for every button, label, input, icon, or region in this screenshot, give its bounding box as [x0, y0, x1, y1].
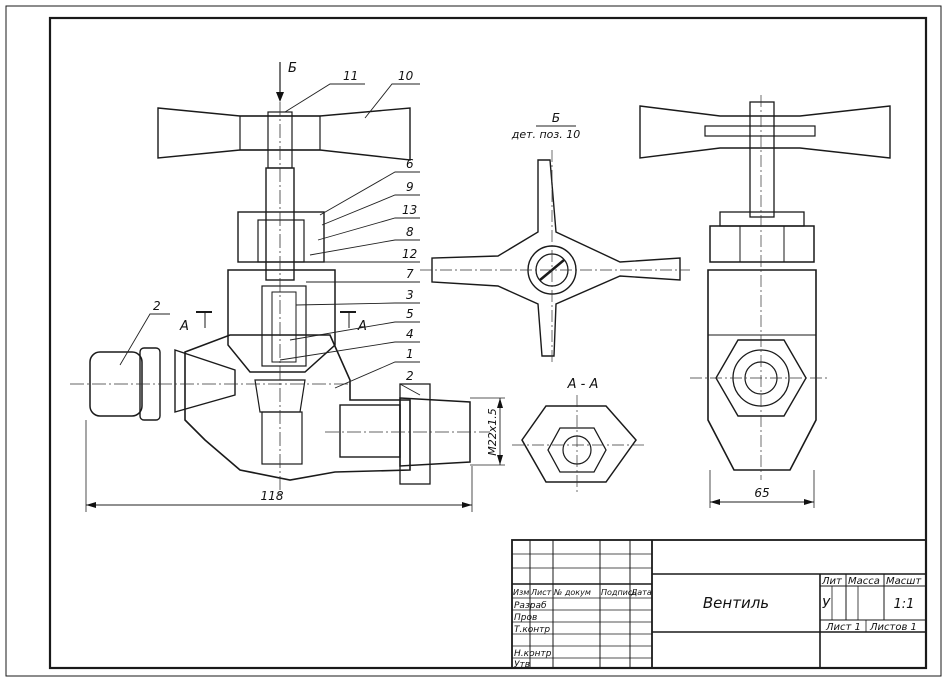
tb-row-label: Т.контр — [514, 625, 550, 635]
tb-sheet-label: Лист 1 — [825, 622, 861, 633]
part-number: 2 — [406, 369, 414, 383]
part-number: 4 — [406, 327, 414, 341]
part-number: 9 — [406, 180, 414, 194]
drawing-frame — [48, 16, 928, 670]
part-number: 12 — [402, 247, 417, 261]
tb-sheets-label: Листов 1 — [869, 622, 917, 633]
cut-marker-right: А — [357, 319, 367, 334]
dimension-width-text: 65 — [754, 486, 769, 500]
tb-header: Дата — [630, 588, 652, 597]
tb-lit-value: У — [822, 597, 831, 612]
part-number: 3 — [406, 288, 414, 302]
tb-row-label: Пров — [514, 613, 537, 623]
part-number: 1 — [406, 347, 414, 361]
dimension-118: 118 — [85, 420, 473, 512]
part-number: 5 — [406, 307, 414, 321]
tb-mass-label: Масса — [848, 576, 880, 587]
dimension-thread: M22x1.5 — [470, 397, 505, 466]
tb-scale-label: Масшт — [886, 576, 922, 587]
outer-frame — [5, 5, 942, 677]
view-b-handle: Б дет. поз. 10 — [420, 111, 690, 365]
tb-lit-label: Лит — [821, 576, 843, 587]
tb-header: Изм — [513, 588, 529, 597]
main-section-view: Б А А — [70, 61, 490, 495]
section-a-a-title: А - А — [567, 377, 599, 392]
cut-marker-left: А — [179, 319, 189, 334]
tb-header: Подпись — [601, 588, 637, 597]
tb-product-name: Вентиль — [703, 594, 769, 612]
section-a-a: А - А — [512, 377, 645, 492]
tb-row-label: Разраб — [514, 601, 547, 611]
title-block: Изм Лист № докум Подпись Дата Разраб Про… — [511, 539, 927, 670]
view-b-subtitle: дет. поз. 10 — [511, 128, 581, 141]
view-b-title: Б — [552, 111, 560, 125]
tb-header: Лист — [530, 588, 552, 597]
part-number: 2 — [153, 299, 161, 313]
part-number: 13 — [402, 203, 417, 217]
dimension-length-text: 118 — [261, 489, 284, 503]
leader-lines — [119, 83, 430, 396]
part-number: 11 — [343, 69, 358, 83]
view-marker-label: Б — [288, 61, 297, 76]
tb-row-label: Утв — [514, 660, 530, 670]
part-number-labels: 11 10 6 9 13 8 12 7 3 5 4 1 2 2 — [153, 69, 417, 383]
side-view: 65 — [639, 95, 891, 508]
tb-header: № докум — [553, 588, 591, 597]
part-number: 7 — [406, 267, 414, 281]
tb-row-label: Н.контр — [514, 649, 552, 659]
part-number: 10 — [398, 69, 414, 83]
part-number: 6 — [406, 157, 414, 171]
part-number: 8 — [406, 225, 414, 239]
dimension-thread-text: M22x1.5 — [486, 408, 499, 456]
tb-scale-value: 1:1 — [894, 597, 915, 612]
